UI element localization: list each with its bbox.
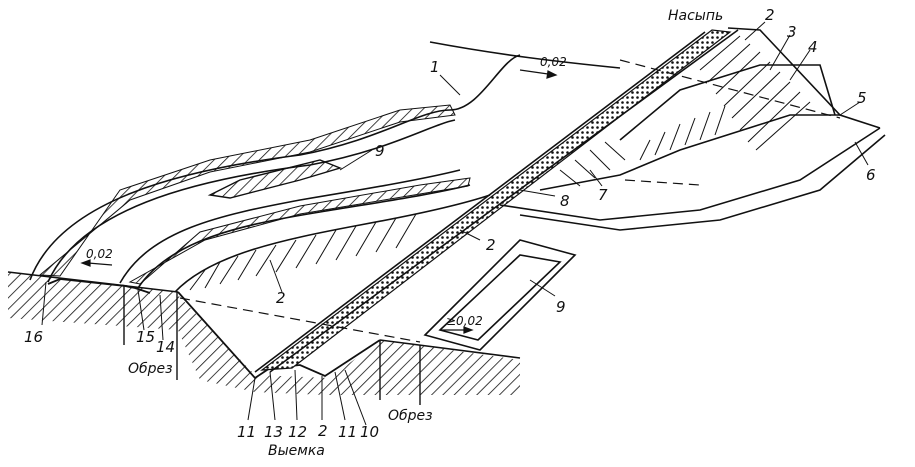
slope-right: ≥0,02 — [446, 314, 483, 328]
callout-7: 7 — [598, 186, 608, 204]
excavation-slope-hatch — [189, 213, 417, 291]
slope-top: 0,02 — [540, 55, 567, 69]
callout-4: 4 — [808, 38, 818, 56]
callout-11-a: 11 — [237, 423, 256, 441]
ground-hatching — [7, 271, 521, 395]
callout-16: 16 — [24, 328, 43, 346]
callout-1: 1 — [430, 58, 440, 76]
callout-9-right: 9 — [556, 298, 566, 316]
label-embankment: Насыпь — [668, 8, 723, 24]
callout-10: 10 — [360, 423, 379, 441]
section-dashed-lines — [179, 59, 841, 343]
callout-2-top: 2 — [765, 6, 775, 24]
embankment-body — [499, 27, 886, 231]
label-cut-right: Обрез — [388, 408, 433, 424]
callout-2-bottom: 2 — [318, 422, 328, 440]
callout-11-b: 11 — [338, 423, 357, 441]
callout-3: 3 — [787, 23, 797, 41]
slope-arrows — [80, 69, 558, 334]
side-berm-left — [38, 104, 471, 285]
embankment-slope-hatch — [559, 35, 811, 187]
callout-2-mid: 2 — [486, 236, 496, 254]
spoil-bank-right — [423, 239, 577, 351]
callout-15: 15 — [136, 328, 155, 346]
callout-9-top: 9 — [375, 142, 385, 160]
callout-13: 13 — [264, 423, 283, 441]
callout-5: 5 — [857, 89, 867, 107]
callout-2-left: 2 — [276, 289, 286, 307]
main-track-ballast — [254, 29, 739, 373]
label-excavation: Выемка — [268, 443, 325, 459]
label-cut-left: Обрез — [128, 361, 173, 377]
callout-12: 12 — [288, 423, 307, 441]
callout-14: 14 — [156, 338, 175, 356]
slope-left: 0,02 — [86, 247, 113, 261]
callout-8: 8 — [560, 192, 570, 210]
siding-track — [29, 41, 621, 293]
cut-lines — [123, 285, 421, 405]
spoil-bank-top — [207, 159, 343, 199]
callout-leaders — [41, 21, 869, 426]
callout-6: 6 — [866, 166, 876, 184]
